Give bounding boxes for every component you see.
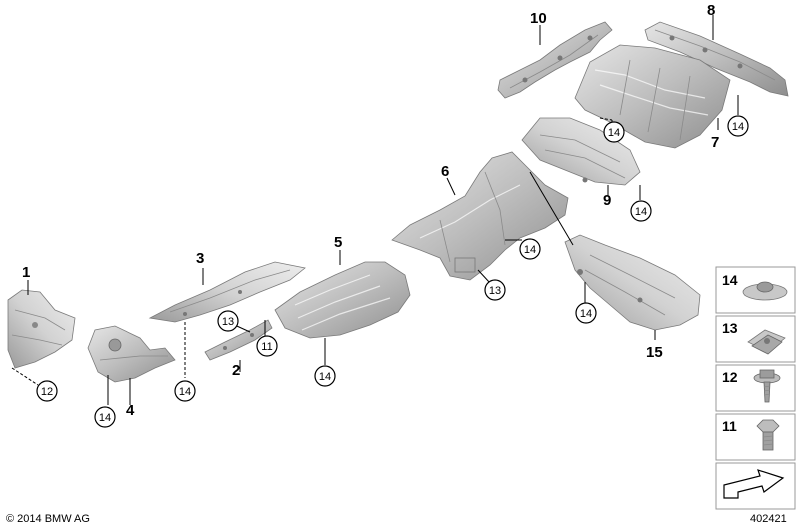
svg-text:14: 14 [524,244,536,256]
copyright-text: © 2014 BMW AG [6,513,90,525]
circled-callout-14-h: 14 [575,302,597,324]
part-8-heat-shield-strip [644,21,789,97]
legend-item-12: 12 [715,364,796,412]
callout-8: 8 [707,2,715,19]
part-15-heat-shield [564,234,701,331]
svg-text:14: 14 [99,412,111,424]
callout-3: 3 [196,250,204,267]
arrow-icon [723,469,785,499]
svg-text:14: 14 [722,272,738,288]
callout-1: 1 [22,264,30,281]
circled-callout-14-d: 14 [519,238,541,260]
legend-direction-arrow [715,462,796,510]
svg-text:11: 11 [722,418,737,434]
clip-nut-icon [742,281,788,301]
circled-callout-14-b: 14 [174,380,196,402]
circled-callout-14-c: 14 [314,365,336,387]
svg-text:14: 14 [179,386,191,398]
svg-text:14: 14 [732,121,744,133]
circled-callout-13-a: 13 [217,310,239,332]
svg-text:14: 14 [580,308,592,320]
part-4-heat-shield [87,325,176,383]
part-10-heat-shield-bracket [497,21,613,99]
svg-text:14: 14 [608,127,620,139]
svg-text:11: 11 [261,341,272,353]
fastener-legend: 14 13 12 [715,266,796,510]
part-6-tunnel-heat-shield [391,151,569,281]
circled-callout-12: 12 [36,380,58,402]
hex-bolt-icon [756,419,780,451]
legend-item-11: 11 [715,413,796,461]
callout-10: 10 [530,10,547,27]
svg-text:13: 13 [489,285,501,297]
svg-text:14: 14 [319,371,331,383]
circled-callout-14-a: 14 [94,406,116,428]
svg-text:13: 13 [222,316,234,328]
part-3-heat-shield-plate [148,261,306,323]
circled-callout-11: 11 [256,335,278,357]
part-2-heat-shield-strip [204,319,273,361]
legend-item-13: 13 [715,315,796,363]
svg-text:13: 13 [722,320,738,336]
svg-text:12: 12 [41,386,53,398]
callout-5: 5 [334,234,342,251]
part-1-heat-shield [7,289,76,369]
circled-callout-13-b: 13 [484,279,506,301]
callout-7: 7 [711,134,719,151]
callout-6: 6 [441,163,449,180]
legend-item-14: 14 [715,266,796,314]
callout-4: 4 [126,402,135,419]
callout-2: 2 [232,362,240,379]
collar-screw-icon [753,369,781,403]
circled-callout-14-e: 14 [603,121,625,143]
svg-text:12: 12 [722,369,738,385]
circled-callout-14-f: 14 [727,115,749,137]
diagram-id-text: 402421 [750,513,787,525]
callout-9: 9 [603,192,611,209]
spring-nut-icon [747,329,786,355]
callout-15: 15 [646,344,663,361]
circled-callout-14-g: 14 [630,200,652,222]
part-9-heat-shield [521,117,641,186]
svg-text:14: 14 [635,206,647,218]
part-5-underbody-heat-shield [274,261,411,339]
